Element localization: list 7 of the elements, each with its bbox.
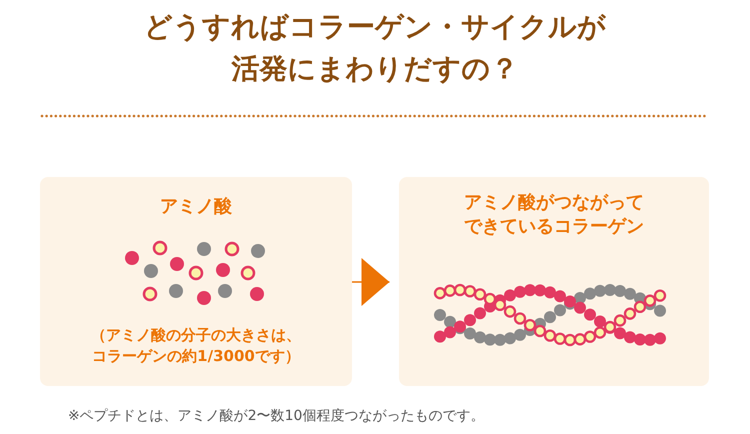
footnote: ※ペプチドとは、アミノ酸が2〜数10個程度つながったものです。 [68, 407, 484, 425]
panel-heading: アミノ酸 [160, 195, 232, 219]
panel-heading: アミノ酸がつながってできているコラーゲン [463, 191, 645, 239]
title: どうすればコラーゲン・サイクルが活発にまわりだすの？ [143, 9, 607, 87]
panel [40, 177, 352, 386]
node-label: （アミノ酸の分子の大きさは、コラーゲンの約1/3000です） [90, 325, 302, 367]
arrow [352, 258, 390, 306]
